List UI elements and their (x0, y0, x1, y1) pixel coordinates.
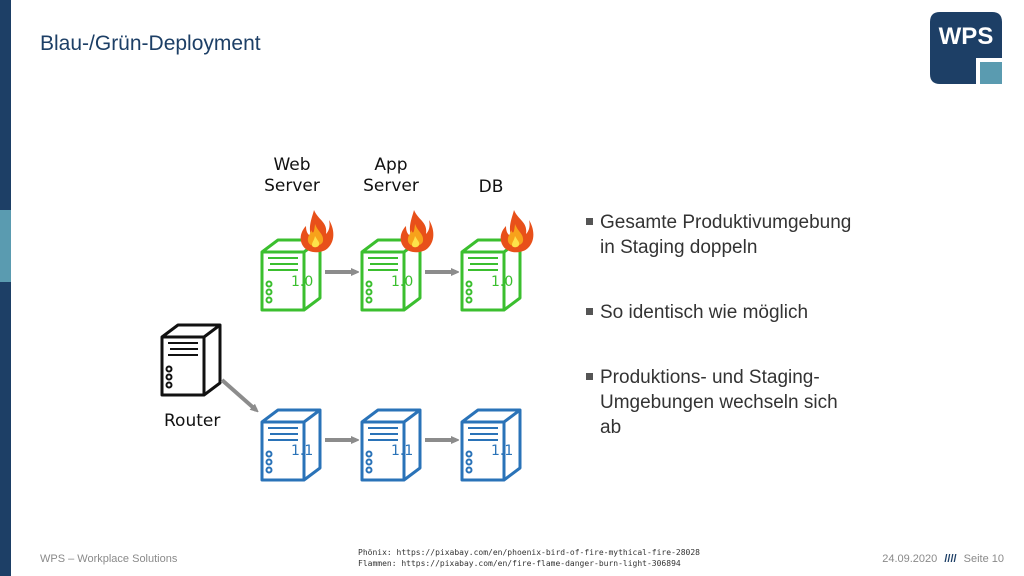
footer-separator: //// (944, 553, 957, 565)
bullet-square-icon (586, 373, 593, 380)
web-server-green-version: 1.0 (291, 274, 313, 290)
bullet-square-icon (586, 308, 593, 315)
db-server-flame-icon (500, 210, 534, 253)
wps-logo: WPS (930, 12, 1002, 84)
db-server-green-version: 1.0 (491, 274, 513, 290)
web-server-blue-version: 1.1 (291, 443, 313, 459)
column-label-app-server: App Server (363, 155, 419, 196)
left-accent-bar (0, 0, 12, 576)
column-label-web-server: Web Server (264, 155, 320, 196)
bullet-item: Gesamte Produktivumgebung in Staging dop… (586, 210, 900, 260)
arrow-router-to-blue (220, 378, 256, 410)
footer-credit-flames: Flammen: https://pixabay.com/en/fire-fla… (358, 559, 681, 568)
bullet-text: So identisch wie möglich (600, 302, 809, 323)
slide-title: Blau-/Grün-Deployment (40, 32, 261, 55)
app-server-flame-icon (400, 210, 434, 253)
column-label-db: DB (478, 177, 504, 197)
app-server-blue-version: 1.1 (391, 443, 413, 459)
bullet-text: Produktions- und Staging- Umgebungen wec… (600, 367, 838, 438)
left-bar-teal-marker (0, 210, 11, 282)
bullet-text: Gesamte Produktivumgebung in Staging dop… (600, 212, 852, 258)
footer-date-page: 24.09.2020 //// Seite 10 (882, 553, 1004, 565)
logo-text: WPS (939, 23, 994, 50)
footer-credit-phoenix: Phönix: https://pixabay.com/en/phoenix-b… (358, 548, 700, 557)
router-label: Router (164, 411, 220, 431)
web-server-flame-icon (300, 210, 334, 253)
bullet-item: So identisch wie möglich (586, 300, 900, 325)
bullet-square-icon (586, 218, 593, 225)
db-server-blue-version: 1.1 (491, 443, 513, 459)
footer-company: WPS – Workplace Solutions (40, 553, 178, 565)
bullet-item: Produktions- und Staging- Umgebungen wec… (586, 365, 900, 440)
app-server-green-version: 1.0 (391, 274, 413, 290)
footer-date: 24.09.2020 (882, 553, 938, 565)
router-server-icon (160, 323, 222, 397)
left-bar-navy (0, 0, 11, 576)
footer-image-credits: Phönix: https://pixabay.com/en/phoenix-b… (358, 547, 700, 569)
footer-page-number: Seite 10 (963, 553, 1004, 565)
